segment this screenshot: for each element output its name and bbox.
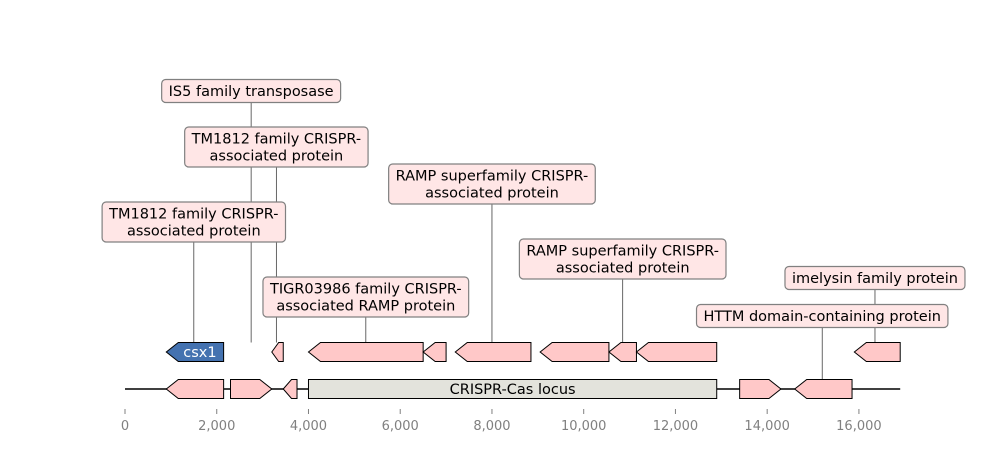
gene-arrow-top-6 [539,342,610,362]
gene-arrow-bottom-3 [282,379,298,399]
gene-arrow-bottom-1 [165,379,225,399]
annotation-text: associated protein [127,224,261,240]
gene-arrow-top-3 [307,342,424,362]
x-tick-label: 0 [121,419,129,434]
annotation-box [161,78,342,104]
annotation-a1: IS5 family transposase [161,78,342,104]
annotation-text: associated protein [210,149,344,165]
gene-arrow-top-9 [853,342,901,362]
x-tick-label: 12,000 [653,419,699,434]
x-axis: 0 2,000 4,000 6,000 8,000 10,000 12,000 14,000 1… [121,409,882,434]
x-tick-label: 8,000 [473,419,510,434]
annotation-box [518,238,727,280]
gene-arrow-bottom-2 [230,379,273,399]
annotation-a2: TM1812 family CRISPR-associated protein [184,126,369,168]
annotation-box [388,163,596,205]
annotation-box [784,265,966,291]
annotation-text: TM1812 family CRISPR- [191,132,361,148]
annotation-text: associated protein [556,261,690,277]
x-tick-label: 10,000 [561,419,607,434]
annotation-text: RAMP superfamily CRISPR- [526,244,719,260]
gene-arrow-bottom-5 [793,379,853,399]
x-tick-label: 4,000 [290,419,327,434]
annotation-text: TIGR03986 family CRISPR- [269,282,462,298]
annotation-box [695,303,949,329]
crispr-cas-locus-box [307,379,718,399]
x-tick-label: 2,000 [198,419,235,434]
gene-arrow-top-2 [271,342,284,362]
annotation-a8: HTTM domain-containing protein [695,303,949,329]
annotation-text: HTTM domain-containing protein [704,309,941,325]
annotation-box [184,126,369,168]
annotation-a3: TM1812 family CRISPR-associated protein [101,201,287,243]
annotation-text: imelysin family protein [792,271,958,287]
x-tick-label: 14,000 [744,419,790,434]
gene-arrow-bottom-4 [739,379,782,399]
annotation-box [101,201,287,243]
gene-arrow-top-4 [422,342,447,362]
gene-arrow-csx1 [165,342,225,362]
annotation-text: RAMP superfamily CRISPR- [396,169,589,185]
annotation-text: IS5 family transposase [169,84,334,100]
locus-label: CRISPR-Cas locus [450,382,576,398]
gene-arrow-top-8 [635,342,718,362]
x-tick-label: 6,000 [382,419,419,434]
annotation-box [262,276,470,318]
annotation-text: associated protein [425,186,559,202]
gene-arrow-top-7 [608,342,637,362]
x-tick-label: 16,000 [836,419,882,434]
gene-arrow-top-5 [454,342,532,362]
annotation-a7: imelysin family protein [784,265,966,291]
annotation-text: TM1812 family CRISPR- [108,207,278,223]
annotation-a6: RAMP superfamily CRISPR-associated prote… [518,238,727,280]
feature-tracks: CRISPR-Cas locus csx1 [165,342,901,399]
annotation-a5: TIGR03986 family CRISPR-associated RAMP … [262,276,470,318]
annotation-text: associated RAMP protein [276,299,455,315]
annotation-a4: RAMP superfamily CRISPR-associated prote… [388,163,596,205]
gene-label-csx1: csx1 [183,345,216,361]
